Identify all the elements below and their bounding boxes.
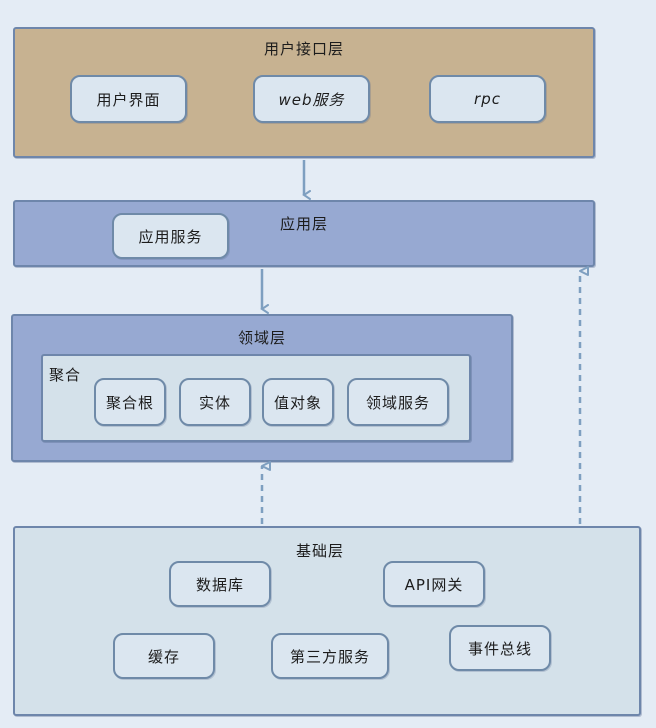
database-item: 数据库 (169, 561, 271, 607)
rpc-item: rpc (429, 75, 546, 123)
user-interface-layer: 用户接口层 用户界面 web服务 rpc (13, 27, 595, 158)
api-gateway-item: API网关 (383, 561, 485, 607)
application-layer: 应用层 应用服务 (13, 200, 595, 267)
entity-item: 实体 (179, 378, 251, 426)
infrastructure-layer-title: 基础层 (295, 542, 344, 560)
application-layer-title: 应用层 (279, 215, 328, 233)
infrastructure-layer: 基础层 数据库 API网关 缓存 第三方服务 事件总线 (13, 526, 641, 716)
user-interface-item: 用户界面 (70, 75, 187, 123)
third-party-service-item: 第三方服务 (271, 633, 389, 679)
value-object-item: 值对象 (262, 378, 334, 426)
event-bus-item: 事件总线 (449, 625, 551, 671)
domain-service-item: 领域服务 (347, 378, 449, 426)
web-service-item: web服务 (253, 75, 370, 123)
domain-layer-title: 领域层 (237, 329, 286, 347)
aggregate-root-item: 聚合根 (94, 378, 166, 426)
aggregate-box: 聚合 聚合根 实体 值对象 领域服务 (41, 354, 471, 442)
user-interface-layer-title: 用户接口层 (263, 40, 344, 58)
domain-layer: 领域层 聚合 聚合根 实体 值对象 领域服务 (11, 314, 513, 462)
aggregate-title: 聚合 (49, 366, 82, 384)
cache-item: 缓存 (113, 633, 215, 679)
application-service-item: 应用服务 (112, 213, 229, 259)
